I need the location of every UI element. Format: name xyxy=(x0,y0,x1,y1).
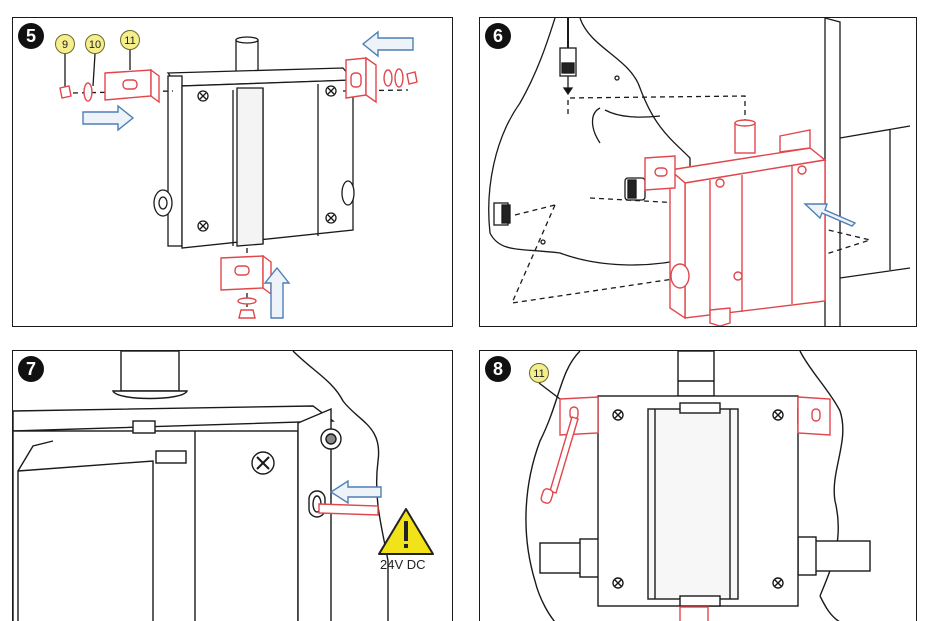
step-8-panel: 8 11 xyxy=(479,350,917,621)
voltage-label: 24V DC xyxy=(380,557,426,572)
callout-part-10: 10 xyxy=(85,34,105,54)
step-number-badge: 5 xyxy=(18,23,44,49)
step-8-illustration xyxy=(525,351,871,621)
step-5-panel: 5 9 10 11 xyxy=(12,17,453,327)
step-number-badge: 8 xyxy=(485,356,511,382)
step-7-illustration xyxy=(13,351,434,621)
callout-part-9: 9 xyxy=(55,34,75,54)
step-number-badge: 7 xyxy=(18,356,44,382)
callout-part-11: 11 xyxy=(529,363,549,383)
step-7-panel: 7 24V DC xyxy=(12,350,453,621)
step-5-illustration xyxy=(59,30,418,319)
step-number-badge: 6 xyxy=(485,23,511,49)
step-6-illustration xyxy=(488,18,911,326)
warning-triangle-icon xyxy=(378,508,434,555)
callout-part-11: 11 xyxy=(120,30,140,50)
step-6-panel: 6 xyxy=(479,17,917,327)
